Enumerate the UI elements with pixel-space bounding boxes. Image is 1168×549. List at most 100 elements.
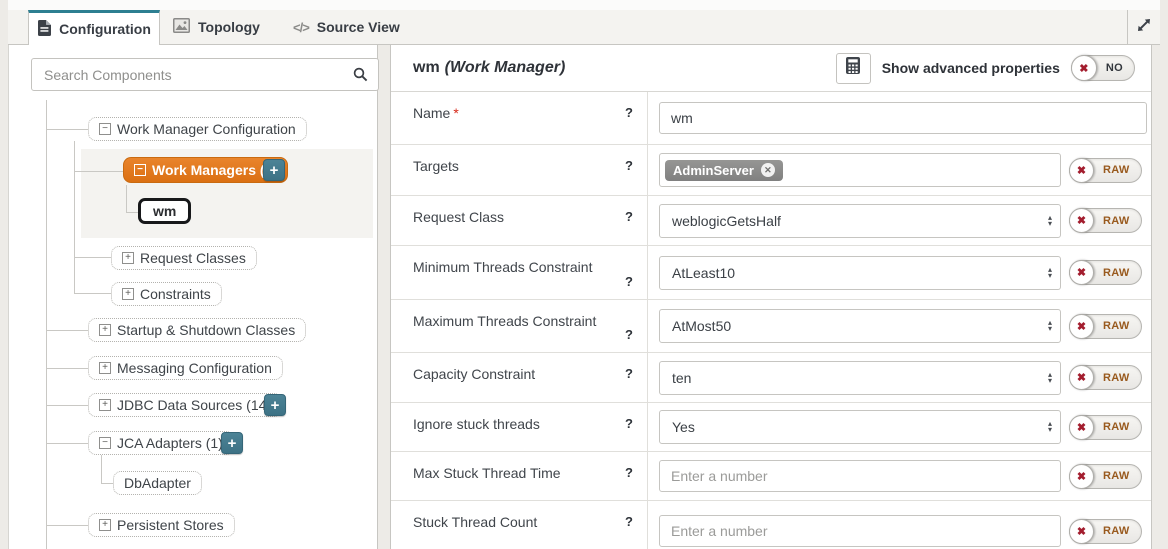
- raw-toggle[interactable]: ✖ RAW: [1069, 518, 1142, 544]
- select-value: ten: [672, 369, 692, 386]
- name-input[interactable]: [659, 102, 1147, 134]
- targets-tag-input[interactable]: AdminServer ✕: [659, 153, 1061, 187]
- raw-toggle[interactable]: ✖ RAW: [1069, 313, 1142, 339]
- expand-toggle-icon[interactable]: +: [99, 519, 111, 531]
- maximum-threads-constraint-select[interactable]: AtMost50 ▴▾: [659, 309, 1061, 343]
- max-stuck-thread-time-input[interactable]: [659, 460, 1061, 492]
- field-label: Maximum Threads Constraint: [413, 313, 597, 329]
- tree-node-label: Startup & Shutdown Classes: [117, 322, 296, 338]
- toggle-knob: ✖: [1069, 518, 1094, 544]
- help-icon[interactable]: ?: [625, 274, 633, 289]
- toggle-knob: ✖: [1069, 260, 1094, 285]
- toggle-knob: ✖: [1070, 55, 1097, 81]
- help-icon[interactable]: ?: [625, 105, 633, 120]
- tree-node-dbadapter[interactable]: DbAdapter: [113, 471, 202, 495]
- search-input[interactable]: [31, 58, 379, 91]
- form-row-max-stuck-thread-time: Max Stuck Thread Time ? ✖ RAW: [391, 452, 1151, 501]
- add-work-manager-button[interactable]: +: [263, 159, 285, 181]
- tree-node-jca-adapters[interactable]: − JCA Adapters (1): [88, 431, 234, 455]
- tree-node-persistent-stores[interactable]: + Persistent Stores: [88, 513, 235, 537]
- collapse-toggle-icon[interactable]: −: [134, 164, 146, 176]
- raw-toggle[interactable]: ✖ RAW: [1069, 260, 1142, 285]
- capacity-constraint-select[interactable]: ten ▴▾: [659, 360, 1061, 395]
- calculator-icon: [846, 57, 861, 79]
- toggle-off-x-icon: ✖: [1076, 470, 1087, 483]
- help-icon[interactable]: ?: [625, 158, 633, 173]
- field-label: Minimum Threads Constraint: [413, 259, 593, 275]
- ignore-stuck-threads-select[interactable]: Yes ▴▾: [659, 410, 1061, 444]
- field-value-cell: ✖ RAW: [648, 452, 1151, 500]
- toggle-state-label: NO: [1105, 62, 1123, 74]
- tree-node-messaging-configuration[interactable]: + Messaging Configuration: [88, 356, 283, 380]
- field-label-cell: Request Class ?: [391, 196, 648, 245]
- toggle-off-x-icon: ✖: [1076, 267, 1087, 279]
- raw-label: RAW: [1103, 525, 1130, 537]
- advanced-calculator-button[interactable]: [835, 52, 871, 84]
- tree-node-label: JCA Adapters (1): [117, 435, 223, 451]
- help-icon[interactable]: ?: [625, 366, 633, 381]
- help-icon[interactable]: ?: [625, 327, 633, 342]
- raw-toggle[interactable]: ✖ RAW: [1069, 365, 1142, 390]
- page-title: wm(Work Manager): [413, 59, 565, 77]
- tab-configuration[interactable]: Configuration: [28, 10, 160, 45]
- tab-label: Configuration: [59, 21, 151, 37]
- field-label-cell: Stuck Thread Count ?: [391, 501, 648, 549]
- expand-toggle-icon[interactable]: +: [122, 288, 134, 300]
- help-icon[interactable]: ?: [625, 514, 633, 529]
- expand-panel-button[interactable]: [1127, 10, 1160, 44]
- tree-node-label: Persistent Stores: [117, 517, 224, 533]
- field-label-cell: Name* ?: [391, 92, 648, 144]
- toggle-off-x-icon: ✖: [1076, 525, 1087, 538]
- help-icon[interactable]: ?: [625, 465, 633, 480]
- help-icon[interactable]: ?: [625, 209, 633, 224]
- toggle-off-x-icon: ✖: [1076, 164, 1087, 177]
- document-icon: [37, 19, 52, 39]
- page-title-type: (Work Manager): [444, 59, 566, 76]
- tab-label: Source View: [316, 19, 400, 35]
- remove-tag-icon[interactable]: ✕: [760, 163, 775, 177]
- raw-label: RAW: [1103, 164, 1130, 176]
- tree-node-work-managers[interactable]: − Work Managers (1): [123, 157, 288, 183]
- collapse-toggle-icon[interactable]: −: [99, 437, 111, 449]
- expand-toggle-icon[interactable]: +: [122, 252, 134, 264]
- raw-label: RAW: [1103, 421, 1130, 433]
- collapse-toggle-icon[interactable]: −: [99, 123, 111, 135]
- raw-toggle[interactable]: ✖ RAW: [1069, 157, 1142, 183]
- raw-toggle[interactable]: ✖ RAW: [1069, 414, 1142, 440]
- raw-label: RAW: [1103, 266, 1130, 279]
- tab-source-view[interactable]: </> Source View: [293, 10, 400, 44]
- field-label-cell: Ignore stuck threads ?: [391, 403, 648, 451]
- field-value-cell: ten ▴▾ ✖ RAW: [648, 353, 1151, 402]
- page-title-name: wm: [413, 59, 440, 76]
- field-label-cell: Minimum Threads Constraint ?: [391, 246, 648, 299]
- tree-node-startup-shutdown-classes[interactable]: + Startup & Shutdown Classes: [88, 318, 307, 342]
- expand-toggle-icon[interactable]: +: [99, 399, 111, 411]
- expand-toggle-icon[interactable]: +: [99, 362, 111, 374]
- raw-toggle[interactable]: ✖ RAW: [1069, 463, 1142, 489]
- add-jdbc-data-source-button[interactable]: +: [264, 394, 286, 416]
- request-class-select[interactable]: weblogicGetsHalf ▴▾: [659, 203, 1061, 238]
- tree-node-wm-selected[interactable]: wm: [138, 198, 192, 224]
- tab-topology[interactable]: Topology: [173, 10, 260, 44]
- toggle-off-x-icon: ✖: [1076, 320, 1087, 333]
- expand-toggle-icon[interactable]: +: [99, 324, 111, 336]
- target-tag: AdminServer ✕: [665, 159, 783, 181]
- select-spinner-icon: ▴▾: [1047, 419, 1052, 434]
- field-label-cell: Targets ?: [391, 145, 648, 195]
- help-icon[interactable]: ?: [625, 416, 633, 431]
- advanced-properties-toggle[interactable]: ✖ NO: [1070, 55, 1135, 81]
- tree-node-request-classes[interactable]: + Request Classes: [111, 246, 257, 270]
- stuck-thread-count-input[interactable]: [659, 515, 1061, 547]
- select-spinner-icon: ▴▾: [1047, 369, 1052, 385]
- add-jca-adapter-button[interactable]: +: [221, 432, 243, 454]
- tree-node-work-manager-configuration[interactable]: − Work Manager Configuration: [88, 117, 307, 141]
- tree-node-jdbc-data-sources[interactable]: + JDBC Data Sources (14): [88, 393, 283, 417]
- raw-toggle[interactable]: ✖ RAW: [1069, 208, 1142, 233]
- toggle-off-x-icon: ✖: [1076, 421, 1087, 434]
- toggle-knob: ✖: [1069, 463, 1094, 489]
- field-value-cell: AdminServer ✕ ✖ RAW: [648, 145, 1151, 195]
- minimum-threads-constraint-select[interactable]: AtLeast10 ▴▾: [659, 255, 1061, 290]
- tree-node-constraints[interactable]: + Constraints: [111, 282, 222, 306]
- field-value-cell: AtLeast10 ▴▾ ✖ RAW: [648, 246, 1151, 299]
